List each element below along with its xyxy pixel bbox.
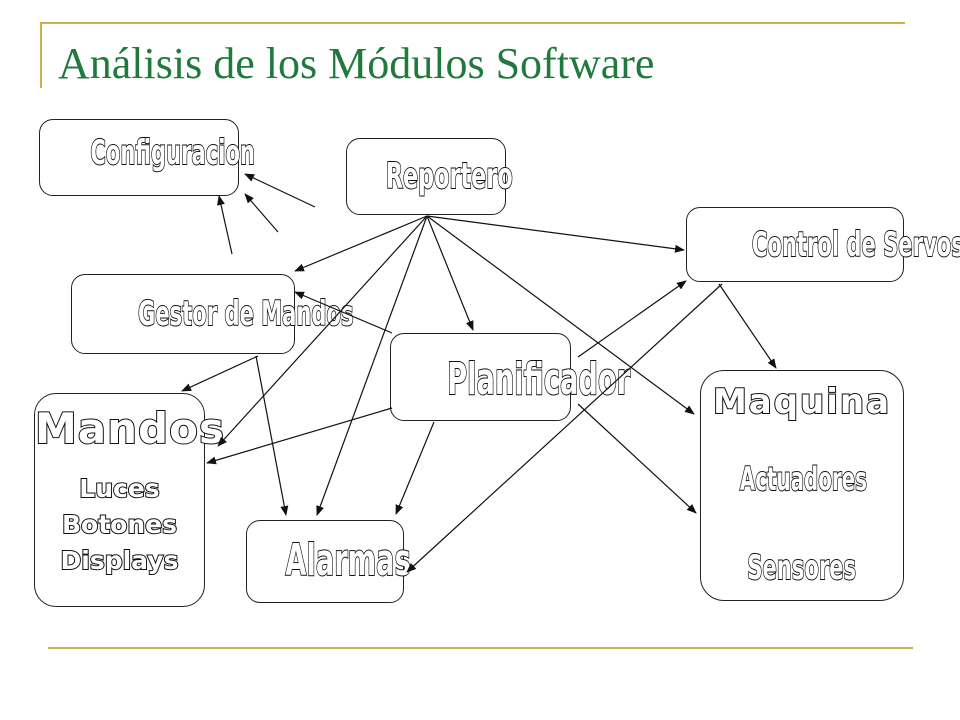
configuracion-label: Configuracion (90, 133, 256, 173)
mandos-item-displays: Displays (60, 546, 180, 575)
mandos-box: Mandos Luces Botones Displays (34, 393, 225, 607)
reportero-label: Reportero (385, 156, 513, 197)
arrow-planificador-to-mandos (206, 407, 393, 465)
arrow-gestor-to-alarmas (255, 355, 289, 516)
arrow-reportero-to-gestor (294, 215, 428, 272)
arrow-control-to-maquina (718, 283, 777, 369)
reportero-box: Reportero (346, 138, 513, 215)
slide-title: Análisis de los Módulos Software (58, 39, 655, 88)
planificador-box: Planificador (390, 333, 631, 421)
top-rule (40, 22, 905, 24)
arrow-reportero-to-maquina (426, 215, 695, 415)
arrow-reportero-to-mandos (217, 215, 428, 447)
maquina-title: Maquina (712, 382, 892, 422)
maquina-item-sensores: Sensores (747, 548, 857, 588)
configuracion-box: Configuracion (39, 119, 256, 196)
left-rule (40, 22, 42, 88)
arrow-planificador-to-gestor (294, 291, 393, 334)
arrow-planificador-to-alarmas (395, 421, 435, 515)
bottom-rule (48, 647, 913, 649)
arrow-to-configuracion-1 (244, 173, 316, 208)
arrow-reportero-to-alarmas (316, 215, 428, 516)
mandos-title: Mandos (34, 404, 225, 453)
arrow-to-configuracion-2 (244, 193, 279, 233)
control-servos-box: Control de Servos (686, 207, 960, 282)
alarmas-label: Alarmas (285, 535, 412, 586)
alarmas-box: Alarmas (246, 520, 411, 603)
maquina-box: Maquina Actuadores Sensores (700, 370, 904, 601)
control-servos-label: Control de Servos (751, 225, 960, 265)
maquina-item-actuadores: Actuadores (739, 460, 867, 498)
arrow-gestor-to-configuracion (217, 195, 233, 255)
arrow-planificador-to-maquina (577, 403, 697, 514)
arrow-reportero-to-planificador (426, 215, 474, 331)
arrow-planificador-to-control (577, 280, 687, 358)
arrow-reportero-to-control (426, 215, 685, 253)
arrow-gestor-to-mandos (181, 355, 259, 392)
arrow-control-to-alarmas (406, 283, 723, 573)
mandos-item-luces: Luces (78, 474, 160, 503)
mandos-item-botones: Botones (61, 510, 178, 539)
